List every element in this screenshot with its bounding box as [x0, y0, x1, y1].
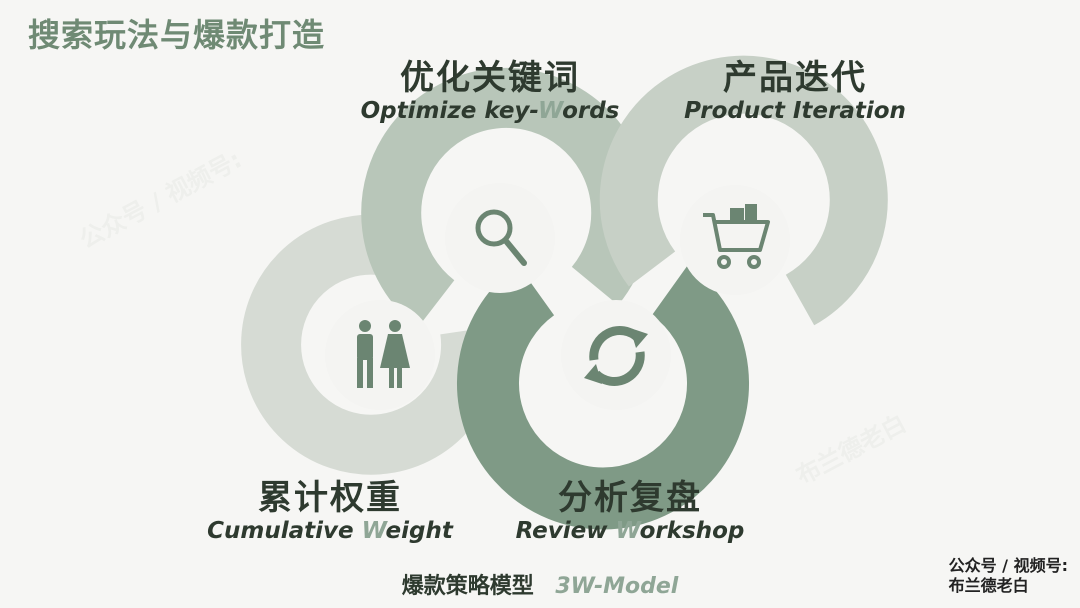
label-product-iteration: 产品迭代 Product Iteration	[660, 58, 930, 124]
loop-product-iteration	[599, 55, 888, 326]
stage-title-en: Review Workshop	[515, 518, 745, 544]
stage-title-en: Optimize key-Words	[360, 98, 620, 124]
model-title-zh: 爆款策略模型	[401, 574, 534, 599]
people-icon	[357, 320, 410, 388]
credit-line-2: 布兰德老白	[948, 576, 1029, 595]
refresh-cycle-icon	[584, 326, 648, 386]
stage-title-zh: 累计权重	[258, 478, 402, 518]
page-title: 搜索玩法与爆款打造	[28, 16, 326, 54]
loop-cumulative-weight	[241, 214, 502, 475]
search-icon	[475, 209, 527, 266]
stage-title-en: Product Iteration	[684, 98, 906, 124]
stage-title-en: Cumulative Weight	[207, 518, 453, 544]
model-title: 爆款策略模型 3W-Model	[0, 568, 1080, 600]
stage-title-zh: 优化关键词	[400, 58, 580, 98]
label-cumulative-weight: 累计权重 Cumulative Weight	[190, 478, 470, 544]
stage-title-zh: 分析复盘	[558, 478, 702, 518]
loop-review-workshop	[457, 264, 749, 530]
credit-line-1: 公众号 / 视频号:	[948, 556, 1068, 575]
credit: 公众号 / 视频号: 布兰德老白	[949, 556, 1068, 596]
shopping-cart-icon	[703, 204, 770, 269]
label-optimize-keywords: 优化关键词 Optimize key-Words	[340, 58, 640, 124]
label-review-workshop: 分析复盘 Review Workshop	[500, 478, 760, 544]
stage-title-zh: 产品迭代	[723, 58, 867, 98]
model-title-en: 3W-Model	[555, 574, 679, 599]
